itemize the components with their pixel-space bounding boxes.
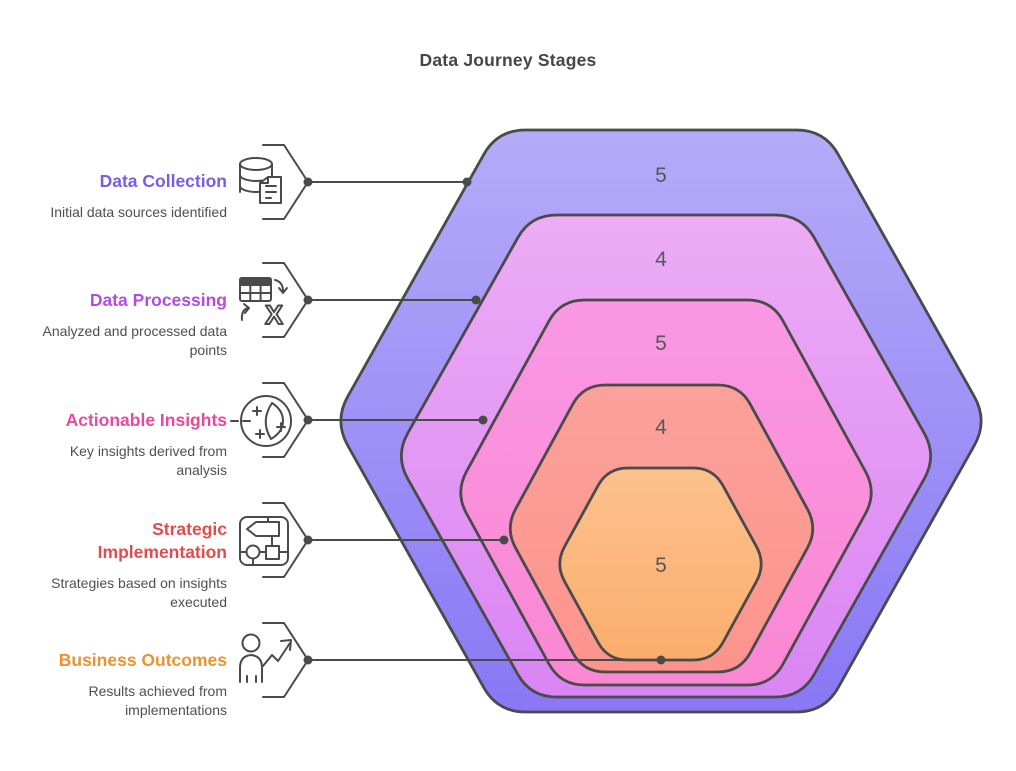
- stage-title: Data Collection: [99, 171, 227, 191]
- stage-label-data-processing: Data Processing Analyzed and processed d…: [27, 289, 227, 359]
- stage-value-2: 4: [655, 248, 667, 271]
- database-document-icon: [239, 157, 282, 204]
- stage-bracket-3: [262, 382, 309, 458]
- stage-description: Key insights derived from analysis: [69, 443, 227, 478]
- stage-value-1: 5: [655, 164, 667, 187]
- person-growth-icon: [239, 633, 292, 683]
- stage-label-data-collection: Data Collection Initial data sources ide…: [27, 170, 227, 222]
- connector-dot: [462, 177, 472, 187]
- stage-description: Initial data sources identified: [50, 204, 227, 220]
- stage-title: Data Processing: [89, 290, 227, 310]
- insight-lens-icon: [230, 395, 292, 447]
- stage-bracket-2: [262, 262, 309, 338]
- connector-dot: [478, 415, 488, 425]
- flowchart-icon: [239, 516, 289, 566]
- stage-label-actionable-insights: Actionable Insights Key insights derived…: [27, 409, 227, 479]
- stage-bracket-4: [262, 502, 309, 578]
- stage-value-4: 4: [655, 416, 667, 439]
- stage-description: Analyzed and processed data points: [42, 323, 227, 358]
- stage-value-5: 5: [655, 554, 667, 577]
- stage-title: Strategic Implementation: [97, 519, 227, 562]
- stage-bracket-1: [262, 144, 309, 220]
- connector-dot: [656, 655, 666, 665]
- stage-label-business-outcomes: Business Outcomes Results achieved from …: [27, 649, 227, 719]
- hexagon-stage-5: [558, 466, 763, 662]
- svg-text:X: X: [265, 300, 283, 330]
- stage-description: Results achieved from implementations: [88, 683, 227, 718]
- connector-dot: [499, 535, 509, 545]
- page-title: Data Journey Stages: [419, 50, 597, 70]
- stage-value-3: 5: [655, 332, 667, 355]
- connector-dot: [471, 295, 481, 305]
- stage-title: Business Outcomes: [58, 650, 227, 670]
- table-transform-icon: X: [239, 277, 288, 331]
- stage-title: Actionable Insights: [65, 410, 227, 430]
- stage-label-strategic-implementation: Strategic Implementation Strategies base…: [27, 518, 227, 611]
- stage-description: Strategies based on insights executed: [51, 575, 227, 610]
- stage-bracket-5: [262, 622, 309, 698]
